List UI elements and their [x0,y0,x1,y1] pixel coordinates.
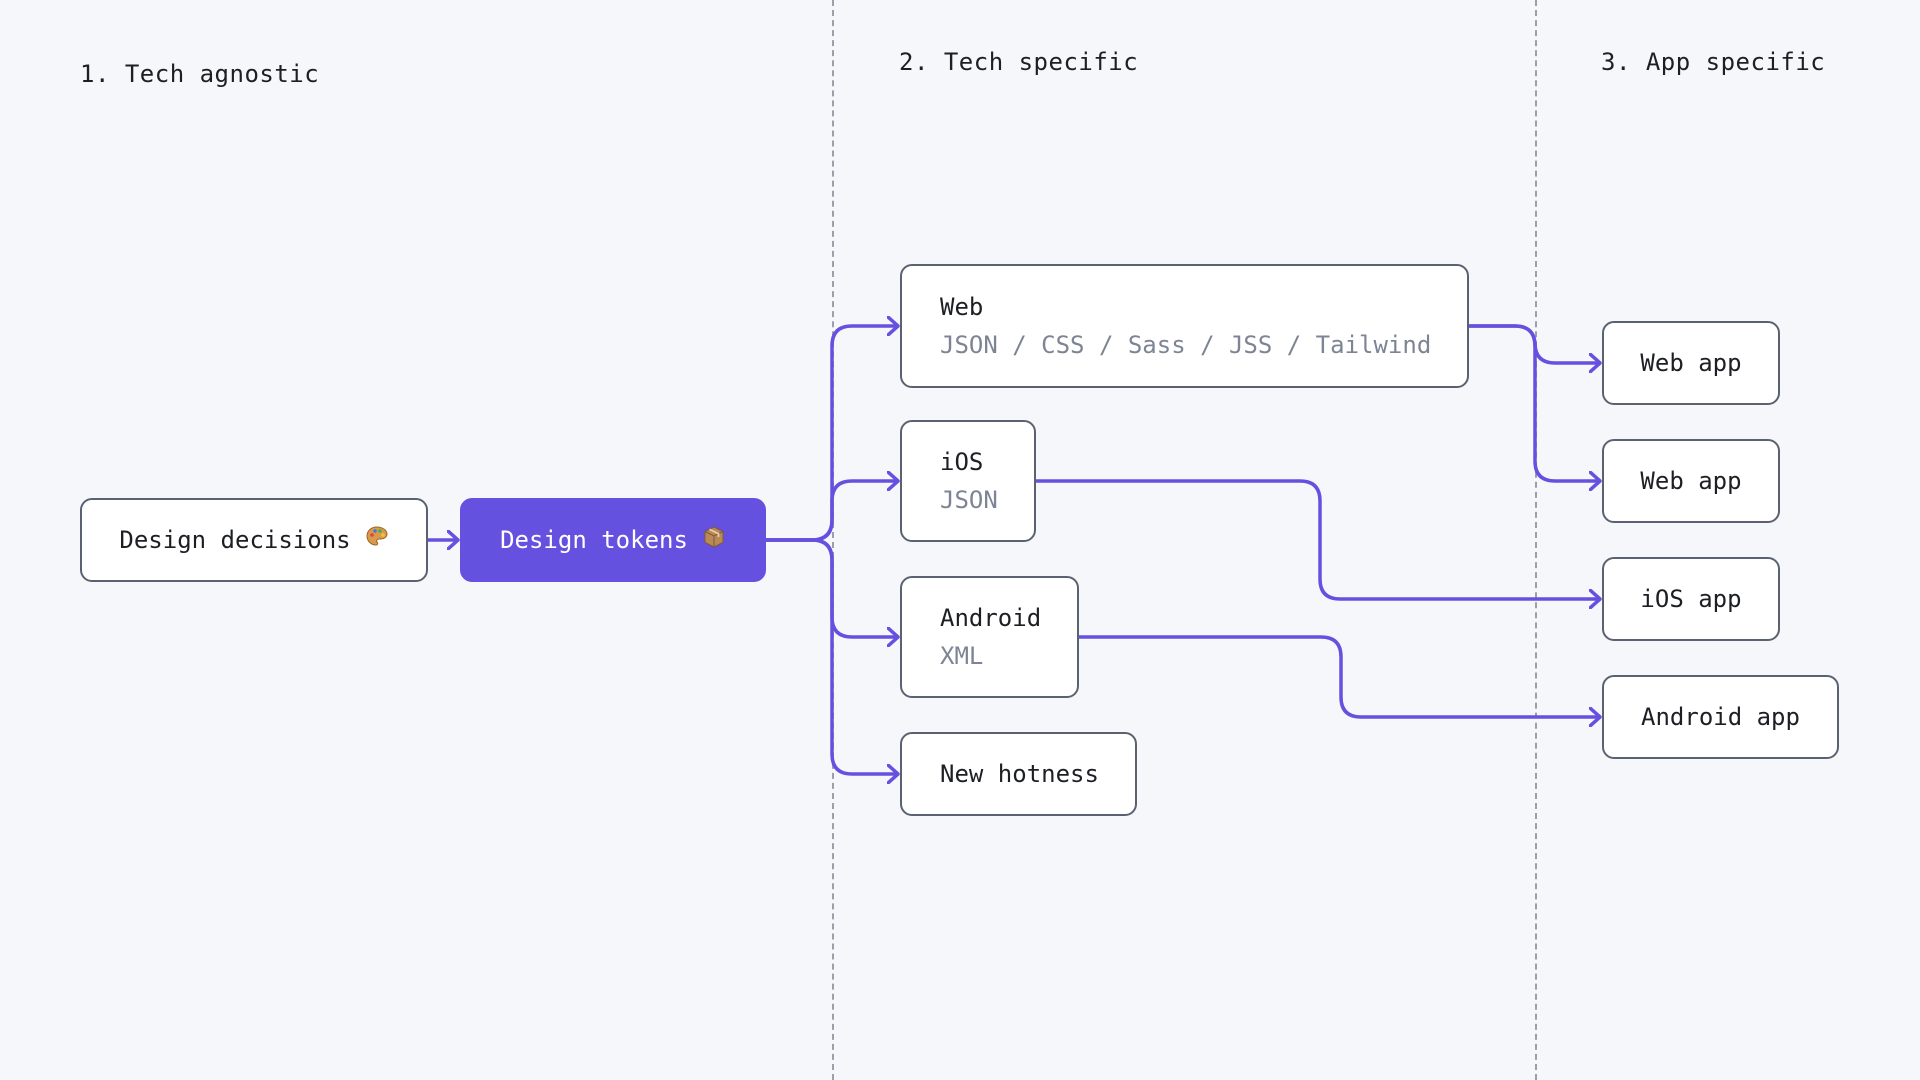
node-web-app-2-label: Web app [1640,467,1742,495]
node-ios[interactable]: iOS JSON [900,420,1036,542]
node-web-title: Web [940,293,984,321]
column-title-tech-specific: 2. Tech specific [899,48,1139,76]
node-design-decisions[interactable]: Design decisions [80,498,428,582]
node-new-hotness[interactable]: New hotness [900,732,1137,816]
node-ios-app-label: iOS app [1640,585,1742,613]
node-web-formats: JSON / CSS / Sass / JSS / Tailwind [940,331,1432,359]
column-divider-2 [1535,0,1537,1080]
node-new-hotness-title: New hotness [940,760,1099,788]
package-icon [702,525,726,555]
column-title-tech-agnostic: 1. Tech agnostic [80,60,320,88]
node-web-app-2[interactable]: Web app [1602,439,1780,523]
edge-ios-to-ios-app [1034,479,1602,599]
node-android-formats: XML [940,642,984,670]
edge-android-to-android-app [1077,635,1602,717]
node-android-title: Android [940,604,1042,632]
column-title-app-specific: 3. App specific [1601,48,1826,76]
node-android-app-label: Android app [1641,703,1800,731]
node-ios-formats: JSON [940,486,998,514]
node-ios-title: iOS [940,448,984,476]
column-divider-1 [832,0,834,1080]
edge-tokens-to-new-hotness [764,538,900,774]
edge-web-to-web-app-2 [1467,324,1602,481]
palette-icon [365,525,389,555]
node-design-decisions-label: Design decisions [119,526,351,554]
node-android[interactable]: Android XML [900,576,1079,698]
node-ios-app[interactable]: iOS app [1602,557,1780,641]
node-design-tokens-label: Design tokens [500,526,688,554]
node-web[interactable]: Web JSON / CSS / Sass / JSS / Tailwind [900,264,1469,388]
node-web-app-1-label: Web app [1640,349,1742,377]
node-android-app[interactable]: Android app [1602,675,1839,759]
edge-tokens-to-ios [764,481,900,542]
node-web-app-1[interactable]: Web app [1602,321,1780,405]
node-design-tokens[interactable]: Design tokens [460,498,766,582]
